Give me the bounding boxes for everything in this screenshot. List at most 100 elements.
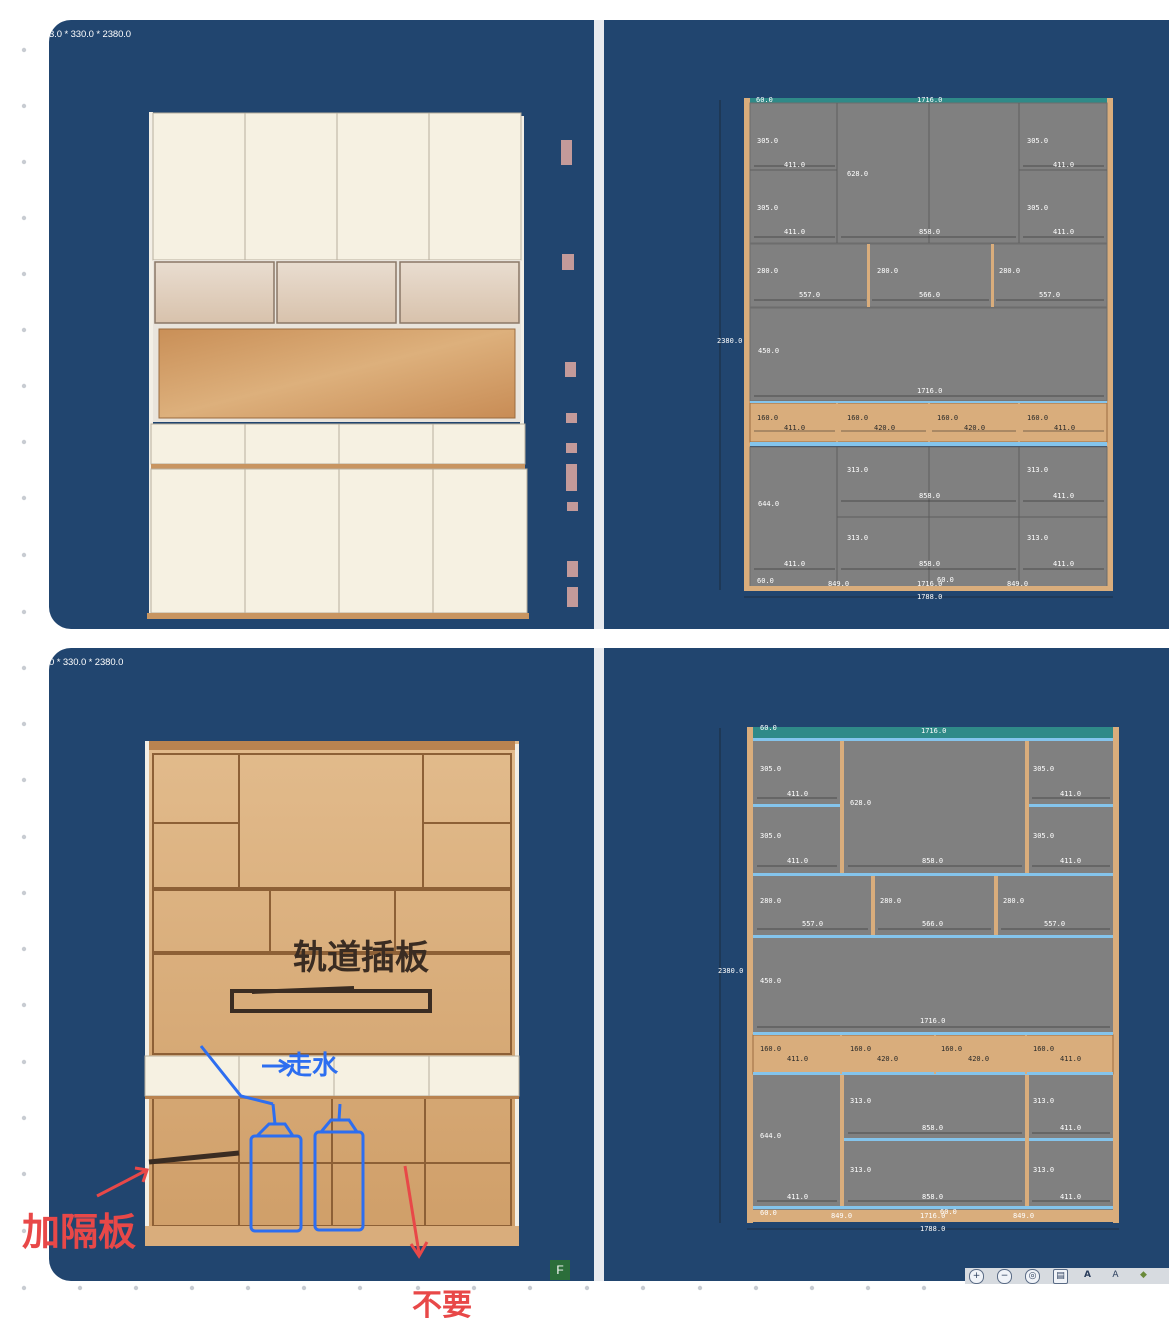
svg-text:411.0: 411.0 bbox=[784, 228, 805, 236]
panel-divider-top[interactable] bbox=[594, 20, 604, 629]
svg-text:1716.0: 1716.0 bbox=[920, 1212, 945, 1220]
upper-door-4 bbox=[428, 112, 522, 261]
svg-text:557.0: 557.0 bbox=[802, 920, 823, 928]
svg-text:420.0: 420.0 bbox=[877, 1055, 898, 1063]
dim-total-height: 2380.0 bbox=[717, 337, 742, 345]
svg-text:420.0: 420.0 bbox=[968, 1055, 989, 1063]
note-not-needed: 不要 bbox=[412, 1288, 472, 1323]
svg-text:280.0: 280.0 bbox=[1003, 897, 1024, 905]
viewport-2d-dimensions-bottom[interactable]: 60.0 1716.0 305.0 411.0 628.0 305.0 411.… bbox=[604, 648, 1169, 1281]
svg-text:313.0: 313.0 bbox=[1033, 1097, 1054, 1105]
svg-text:411.0: 411.0 bbox=[1060, 1124, 1081, 1132]
svg-text:849.0: 849.0 bbox=[1007, 580, 1028, 588]
note-water: 走水 bbox=[286, 1051, 339, 1081]
svg-text:420.0: 420.0 bbox=[964, 424, 985, 432]
svg-text:450.0: 450.0 bbox=[758, 347, 779, 355]
red-arrows bbox=[96, 1165, 429, 1259]
svg-text:60.0: 60.0 bbox=[937, 576, 954, 584]
svg-text:305.0: 305.0 bbox=[1033, 765, 1054, 773]
svg-text:566.0: 566.0 bbox=[919, 291, 940, 299]
svg-text:411.0: 411.0 bbox=[784, 424, 805, 432]
badge-f[interactable]: F bbox=[550, 1260, 570, 1280]
viewport-3d-front-open[interactable]: 0 * 330.0 * 2380.0 bbox=[49, 648, 594, 1281]
svg-text:858.0: 858.0 bbox=[922, 1124, 943, 1132]
svg-text:411.0: 411.0 bbox=[1060, 1055, 1081, 1063]
svg-text:305.0: 305.0 bbox=[760, 832, 781, 840]
font-decrease-icon[interactable]: A bbox=[1112, 1270, 1119, 1280]
svg-text:411.0: 411.0 bbox=[1053, 161, 1074, 169]
svg-text:411.0: 411.0 bbox=[1060, 1193, 1081, 1201]
svg-text:160.0: 160.0 bbox=[1033, 1045, 1054, 1053]
svg-text:1788.0: 1788.0 bbox=[920, 1225, 945, 1233]
viewport-3d-front-closed[interactable]: 3.0 * 330.0 * 2380.0 bbox=[49, 20, 594, 629]
panel-divider-bottom[interactable] bbox=[594, 648, 604, 1281]
svg-text:313.0: 313.0 bbox=[847, 466, 868, 474]
svg-text:411.0: 411.0 bbox=[784, 161, 805, 169]
svg-text:60.0: 60.0 bbox=[940, 1208, 957, 1216]
dimension-title: 0 * 330.0 * 2380.0 bbox=[49, 657, 124, 668]
svg-text:280.0: 280.0 bbox=[877, 267, 898, 275]
note-add-shelf: 加隔板 bbox=[22, 1210, 137, 1254]
svg-text:557.0: 557.0 bbox=[1044, 920, 1065, 928]
svg-text:644.0: 644.0 bbox=[758, 500, 779, 508]
svg-text:280.0: 280.0 bbox=[760, 897, 781, 905]
rail-board-marking bbox=[230, 989, 432, 1013]
svg-text:313.0: 313.0 bbox=[847, 534, 868, 542]
svg-text:160.0: 160.0 bbox=[847, 414, 868, 422]
svg-text:411.0: 411.0 bbox=[1060, 857, 1081, 865]
svg-text:858.0: 858.0 bbox=[922, 1193, 943, 1201]
svg-text:1716.0: 1716.0 bbox=[917, 387, 942, 395]
svg-text:849.0: 849.0 bbox=[828, 580, 849, 588]
shelf-marking bbox=[148, 1150, 240, 1165]
svg-text:420.0: 420.0 bbox=[874, 424, 895, 432]
layer-icon[interactable]: ▤ bbox=[1053, 1269, 1068, 1284]
cabinet-3d-open bbox=[96, 741, 520, 1259]
water-pipe-sketch bbox=[199, 1045, 365, 1233]
svg-text:411.0: 411.0 bbox=[787, 857, 808, 865]
zoom-out-icon[interactable]: − bbox=[997, 1269, 1012, 1284]
viewport-2d-dimensions-top[interactable]: 60.0 1716.0 305.0 411.0 628.0 305.0 411.… bbox=[604, 20, 1169, 629]
svg-text:1716.0: 1716.0 bbox=[921, 727, 946, 735]
svg-text:160.0: 160.0 bbox=[757, 414, 778, 422]
svg-text:557.0: 557.0 bbox=[799, 291, 820, 299]
view-toolbar: + − ◎ ▤ A A ◆ bbox=[965, 1268, 1169, 1284]
upper-door-1 bbox=[152, 112, 246, 261]
dimension-drawing-bottom: 60.0 1716.0 305.0 411.0 628.0 305.0 411.… bbox=[718, 724, 1119, 1233]
svg-text:305.0: 305.0 bbox=[1033, 832, 1054, 840]
dimension-drawing-top: 60.0 1716.0 305.0 411.0 628.0 305.0 411.… bbox=[717, 96, 1113, 601]
svg-text:313.0: 313.0 bbox=[850, 1166, 871, 1174]
svg-text:411.0: 411.0 bbox=[784, 560, 805, 568]
note-rail-board: 轨道插板 bbox=[293, 938, 429, 978]
svg-text:313.0: 313.0 bbox=[1027, 466, 1048, 474]
svg-text:280.0: 280.0 bbox=[999, 267, 1020, 275]
svg-text:450.0: 450.0 bbox=[760, 977, 781, 985]
svg-text:411.0: 411.0 bbox=[1053, 560, 1074, 568]
svg-text:160.0: 160.0 bbox=[1027, 414, 1048, 422]
svg-text:858.0: 858.0 bbox=[919, 560, 940, 568]
svg-text:313.0: 313.0 bbox=[850, 1097, 871, 1105]
svg-text:2380.0: 2380.0 bbox=[718, 967, 743, 975]
svg-text:849.0: 849.0 bbox=[1013, 1212, 1034, 1220]
font-increase-icon[interactable]: A bbox=[1084, 1270, 1091, 1280]
svg-text:858.0: 858.0 bbox=[919, 492, 940, 500]
svg-text:313.0: 313.0 bbox=[1027, 534, 1048, 542]
zoom-fit-icon[interactable]: ◎ bbox=[1025, 1269, 1040, 1284]
svg-text:411.0: 411.0 bbox=[787, 790, 808, 798]
eraser-icon[interactable]: ◆ bbox=[1140, 1270, 1147, 1280]
dim-inner-width: 1716.0 bbox=[917, 96, 942, 104]
zoom-in-icon[interactable]: + bbox=[969, 1269, 984, 1284]
svg-text:566.0: 566.0 bbox=[922, 920, 943, 928]
svg-text:160.0: 160.0 bbox=[937, 414, 958, 422]
svg-text:628.0: 628.0 bbox=[847, 170, 868, 178]
svg-text:160.0: 160.0 bbox=[850, 1045, 871, 1053]
svg-text:411.0: 411.0 bbox=[1053, 228, 1074, 236]
svg-text:1716.0: 1716.0 bbox=[920, 1017, 945, 1025]
svg-text:305.0: 305.0 bbox=[1027, 137, 1048, 145]
svg-text:305.0: 305.0 bbox=[1027, 204, 1048, 212]
svg-text:305.0: 305.0 bbox=[757, 137, 778, 145]
dim-overall-width: 1788.0 bbox=[917, 593, 942, 601]
svg-text:557.0: 557.0 bbox=[1039, 291, 1060, 299]
svg-text:60.0: 60.0 bbox=[760, 1209, 777, 1217]
svg-text:411.0: 411.0 bbox=[1053, 492, 1074, 500]
